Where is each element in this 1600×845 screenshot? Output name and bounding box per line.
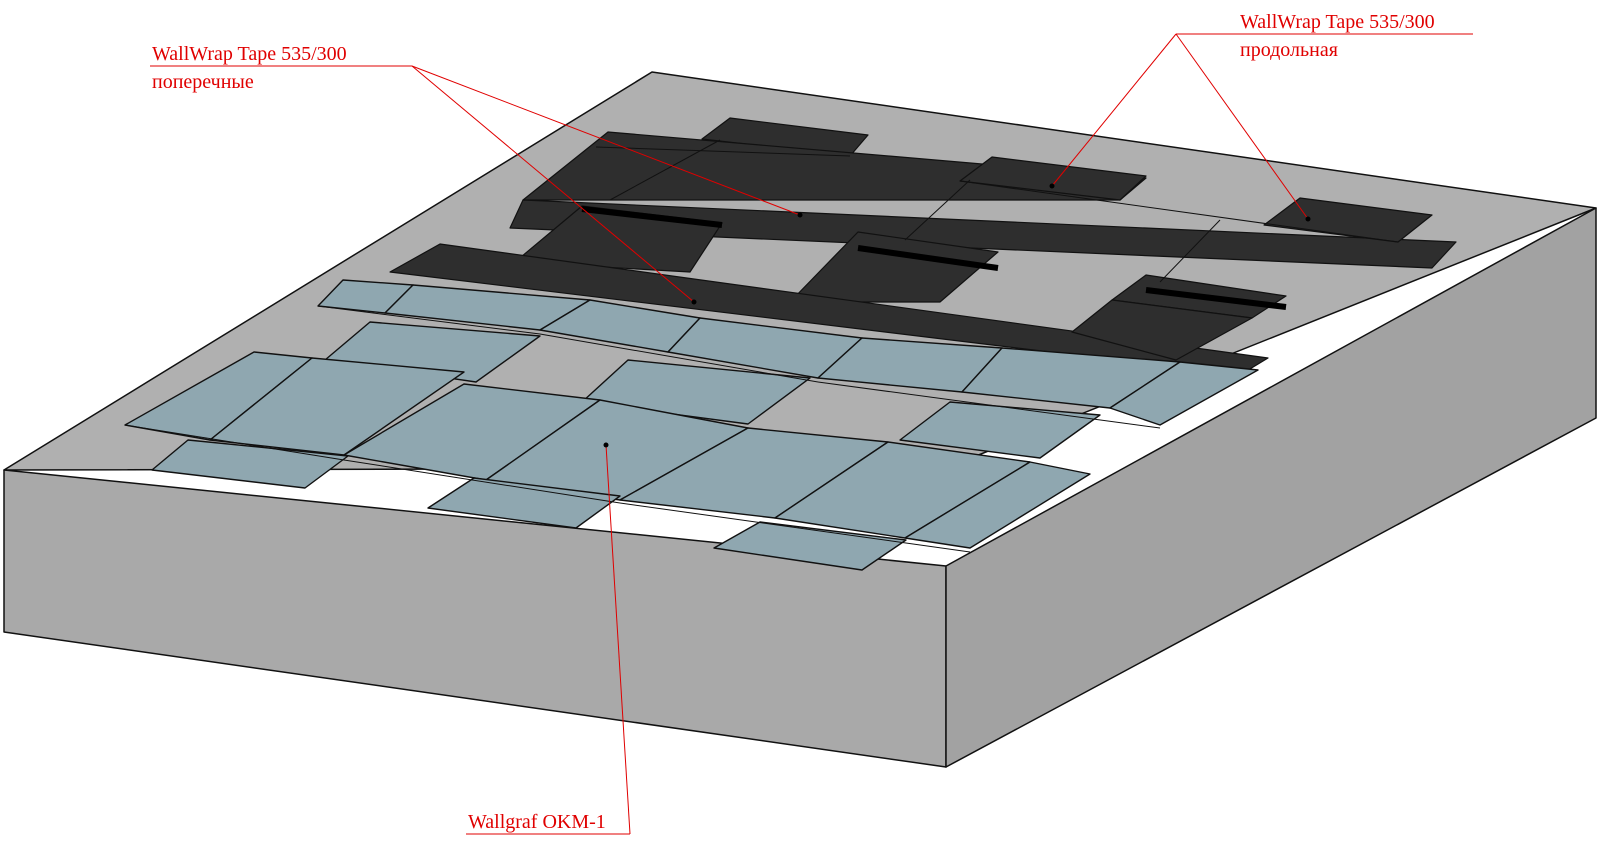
plate [713, 521, 907, 571]
callout-longitudinal-line1: WallWrap Tape 535/300 [1240, 11, 1435, 33]
plate-bevel [539, 333, 819, 383]
plate [151, 439, 349, 489]
tape-strip [509, 199, 1457, 269]
tape-seam [595, 146, 851, 157]
tape-seam [857, 245, 999, 271]
leader-endpoint [1049, 183, 1055, 189]
tape-seam [1159, 219, 1221, 283]
tape-seam [959, 180, 1399, 243]
leader-transverse-b [411, 65, 695, 303]
plate [904, 461, 1091, 549]
tape-seam [904, 179, 971, 241]
slab-side-face [945, 207, 1597, 768]
tape-seam [609, 139, 721, 201]
tape-seam [1145, 287, 1287, 310]
plate-bevel [817, 381, 1161, 429]
plate [427, 477, 621, 529]
leader-endpoint [603, 442, 609, 448]
callout-longitudinal-line2: продольная [1240, 39, 1338, 61]
plate-layer [124, 279, 1259, 571]
leader-endpoint [691, 299, 697, 305]
leader-endpoint [1305, 216, 1311, 222]
tape-strip [959, 156, 1147, 201]
callout-transverse-line2: поперечные [152, 71, 254, 93]
plate [1109, 361, 1259, 426]
leader-endpoint [797, 212, 803, 218]
leader-transverse-a [411, 65, 801, 216]
leader-plates [605, 444, 631, 835]
plate-bevel [317, 305, 541, 335]
plate [899, 401, 1101, 459]
callout-transverse-line1: WallWrap Tape 535/300 [152, 43, 347, 65]
tape-seam [581, 206, 723, 228]
callout-dots [603, 183, 1311, 448]
callout-leaders [150, 33, 1473, 835]
callout-labels: WallWrap Tape 535/300 поперечные WallWra… [152, 11, 1435, 833]
tape-strip [1071, 299, 1253, 361]
callout-plates-line1: Wallgraf OKM-1 [468, 811, 606, 833]
carbon-tape-layer [389, 117, 1457, 376]
leader-longitudinal-b [1175, 33, 1309, 220]
leader-longitudinal-a [1051, 33, 1177, 187]
plate-bevel [343, 459, 621, 504]
plate-bevel [619, 502, 971, 553]
tape-strip [789, 231, 999, 303]
plate-bevel [124, 424, 345, 461]
